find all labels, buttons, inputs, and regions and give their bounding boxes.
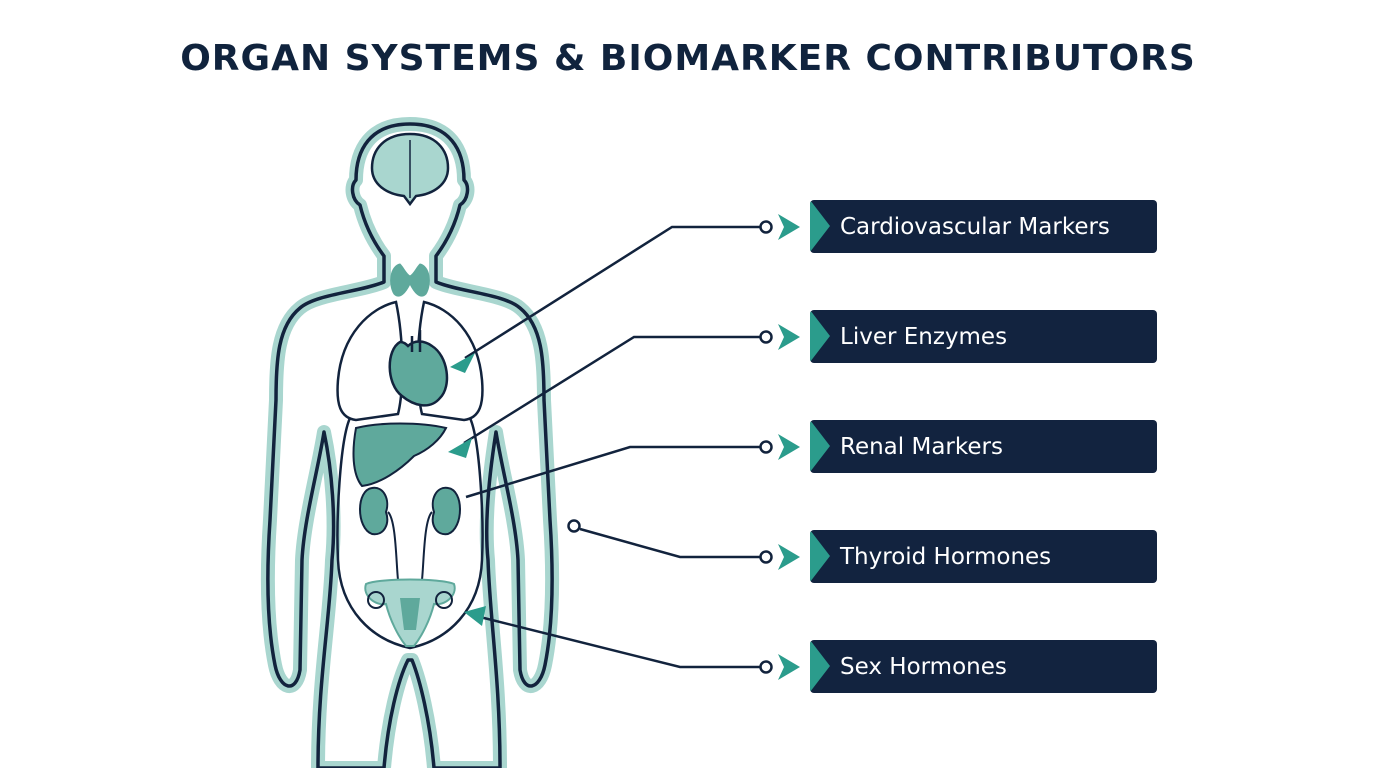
label-notch-icon — [810, 310, 830, 362]
brain-icon — [370, 132, 450, 207]
kidneys-icon — [359, 486, 461, 581]
label-text: Thyroid Hormones — [840, 543, 1052, 570]
connector-cardiovascular — [450, 214, 800, 373]
label-text: Cardiovascular Markers — [840, 213, 1110, 240]
connector-thyroid — [567, 519, 800, 570]
label-cardiovascular-markers: Cardiovascular Markers — [810, 200, 1157, 253]
label-thyroid-hormones: Thyroid Hormones — [810, 530, 1157, 583]
heart-icon — [388, 330, 449, 407]
label-text: Liver Enzymes — [840, 323, 1008, 350]
body-silhouette — [260, 117, 560, 768]
label-notch-icon — [810, 640, 830, 692]
connector-lines — [448, 214, 800, 680]
connector-sex-hormones — [464, 606, 800, 680]
label-renal-markers: Renal Markers — [810, 420, 1157, 473]
label-notch-icon — [810, 200, 830, 252]
label-sex-hormones: Sex Hormones — [810, 640, 1157, 693]
chevron-right-icon — [778, 654, 800, 680]
abdomen-outline — [336, 417, 484, 650]
connector-renal — [465, 434, 800, 499]
thyroid-icon — [390, 263, 430, 297]
chevron-right-icon — [778, 544, 800, 570]
liver-icon — [352, 422, 448, 488]
arrowhead-icon — [448, 438, 472, 458]
chevron-right-icon — [778, 324, 800, 350]
chevron-right-icon — [778, 214, 800, 240]
reproductive-organs-icon — [364, 578, 456, 647]
label-notch-icon — [810, 530, 830, 582]
arrowhead-icon — [450, 353, 475, 373]
connector-liver — [448, 324, 800, 458]
label-text: Sex Hormones — [840, 653, 1007, 680]
label-text: Renal Markers — [840, 433, 1003, 460]
label-liver-enzymes: Liver Enzymes — [810, 310, 1157, 363]
diagram-title: ORGAN SYSTEMS & BIOMARKER CONTRIBUTORS — [180, 38, 1196, 79]
chevron-right-icon — [778, 434, 800, 460]
label-notch-icon — [810, 420, 830, 472]
arrowhead-icon — [464, 606, 486, 626]
